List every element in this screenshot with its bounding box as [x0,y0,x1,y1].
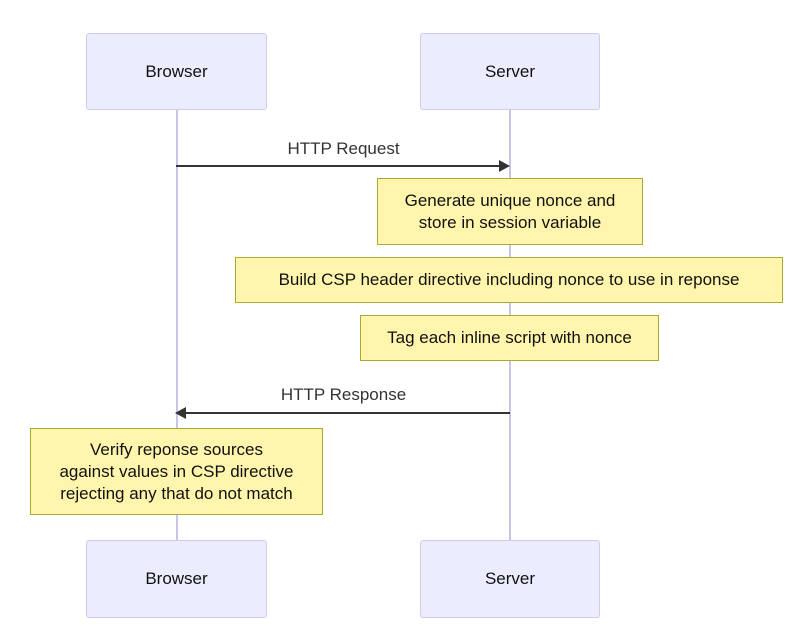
message-label-http-response: HTTP Response [280,385,407,404]
actor-server-bottom: Server [420,540,600,618]
note-generate-nonce: Generate unique nonce and store in sessi… [377,178,643,245]
actor-server-top: Server [420,33,600,110]
note-build-csp-header: Build CSP header directive including non… [235,257,783,303]
actor-browser-top: Browser [86,33,267,110]
arrowhead-right-icon [499,160,510,172]
message-line-http-response [186,412,510,414]
browser-lifeline [176,109,178,541]
note-verify-response-sources: Verify reponse sources against values in… [30,428,323,515]
arrowhead-left-icon [175,407,186,419]
actor-browser-bottom: Browser [86,540,267,618]
message-line-http-request [176,165,500,167]
message-label-http-request: HTTP Request [287,139,400,158]
note-tag-inline-script: Tag each inline script with nonce [360,315,659,361]
